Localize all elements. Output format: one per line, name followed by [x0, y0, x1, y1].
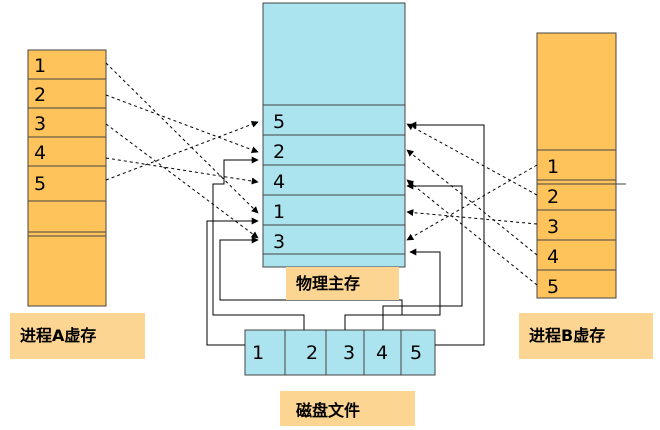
process-a-virtual-memory: 1 2 3 4 5 — [27, 49, 107, 307]
frame-label-3: 4 — [273, 171, 285, 193]
label-disk-file-text: 磁盘文件 — [296, 401, 360, 420]
map-a-4 — [105, 157, 259, 185]
process-a-page-5: 5 — [34, 173, 46, 195]
disk-block-5: 5 — [410, 342, 422, 364]
process-b-page-3: 3 — [547, 216, 559, 238]
map-b-3 — [406, 209, 538, 225]
map-b-4 — [406, 149, 538, 256]
connector-block-2 — [212, 156, 305, 330]
frame-label-1: 5 — [273, 111, 285, 133]
map-b-5 — [406, 179, 538, 286]
disk-block-2: 2 — [306, 342, 318, 364]
process-b-page-4: 4 — [547, 246, 559, 268]
map-a-5 — [105, 120, 259, 181]
label-disk-file: 磁盘文件 — [280, 391, 415, 426]
map-b-1 — [406, 164, 538, 241]
label-process-a: 进程A虚存 — [10, 313, 145, 359]
disk-block-3: 3 — [343, 342, 355, 364]
disk-file: 1 2 3 4 5 — [244, 329, 436, 376]
frame-label-4: 1 — [273, 201, 285, 223]
map-b-2 — [406, 123, 538, 196]
map-a-1 — [105, 62, 259, 214]
connector-block-1 — [206, 217, 259, 346]
disk-block-4: 4 — [376, 342, 388, 364]
label-process-b-text: 进程B虚存 — [529, 326, 605, 345]
connector-block-5 — [409, 121, 485, 346]
frame-label-2: 2 — [273, 141, 285, 163]
map-a-2 — [105, 94, 259, 154]
label-physical-memory-text: 物理主存 — [296, 274, 360, 293]
process-a-page-3: 3 — [34, 113, 46, 135]
process-b-virtual-memory: 1 2 3 4 5 — [536, 32, 626, 299]
process-b-page-1: 1 — [547, 156, 559, 178]
connector-block-4 — [382, 182, 463, 330]
disk-block-1: 1 — [252, 342, 264, 364]
connector-block-3b — [344, 248, 441, 330]
label-physical-memory: 物理主存 — [286, 267, 399, 300]
process-a-page-1: 1 — [34, 55, 46, 77]
disk-to-memory-connectors — [206, 121, 485, 346]
process-a-page-4: 4 — [34, 142, 46, 164]
process-b-page-2: 2 — [547, 186, 559, 208]
map-a-3 — [105, 123, 259, 239]
frame-label-5: 3 — [273, 231, 285, 253]
physical-memory: 5 2 4 1 3 — [262, 2, 406, 268]
process-b-mappings — [406, 123, 538, 286]
process-b-page-5: 5 — [547, 276, 559, 298]
label-process-a-text: 进程A虚存 — [20, 326, 96, 345]
process-a-mappings — [105, 62, 259, 239]
label-process-b: 进程B虚存 — [519, 313, 653, 359]
process-a-page-2: 2 — [34, 84, 46, 106]
